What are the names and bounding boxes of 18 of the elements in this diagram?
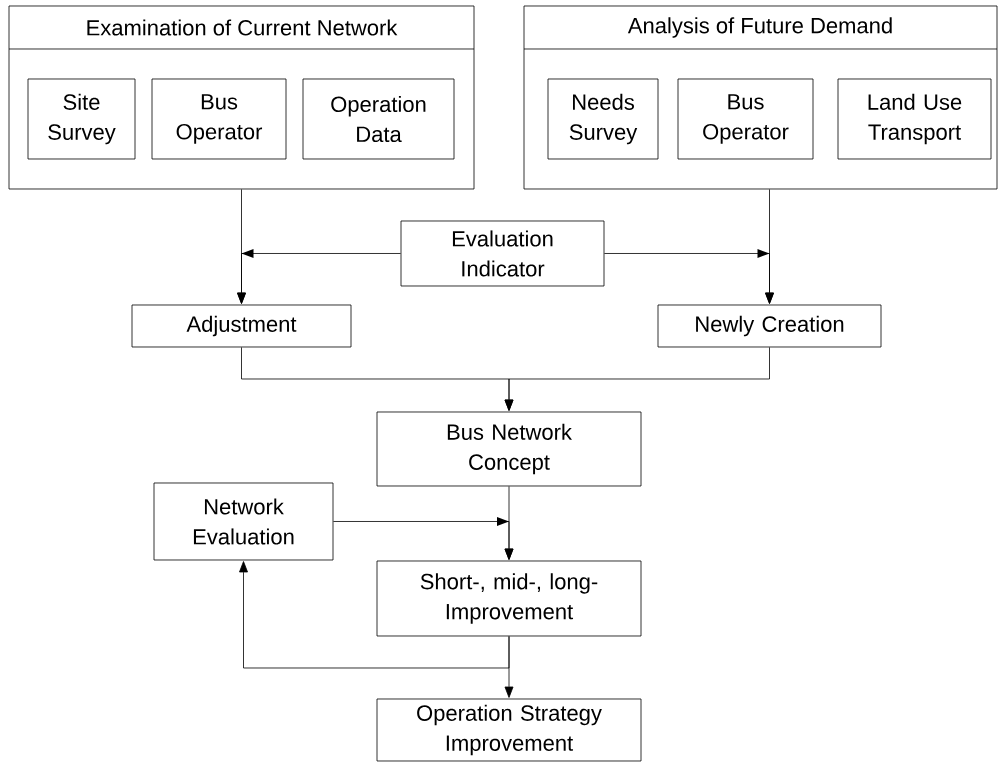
process-box: Land Use Transport: [837, 78, 992, 160]
arrow: [333, 517, 514, 560]
process-box: Newly Creation: [657, 304, 882, 348]
process-box: Bus Network Concept: [376, 411, 642, 487]
arrow: [239, 561, 510, 669]
process-box: Evaluation Indicator: [400, 220, 605, 287]
process-box: Site Survey: [27, 78, 136, 160]
process-box: Operation Strategy Improvement: [376, 698, 642, 762]
process-box: Adjustment: [131, 304, 352, 348]
process-box: Operation Data: [302, 78, 455, 160]
process-box: Network Evaluation: [153, 482, 334, 561]
process-box: Bus Operator: [677, 78, 814, 160]
arrow: [237, 249, 401, 304]
arrow: [604, 249, 774, 304]
process-box: Needs Survey: [547, 78, 659, 160]
process-box: Short-, mid-, long- Improvement: [376, 560, 642, 637]
process-box: Bus Operator: [151, 78, 287, 160]
arrow: [504, 347, 770, 411]
